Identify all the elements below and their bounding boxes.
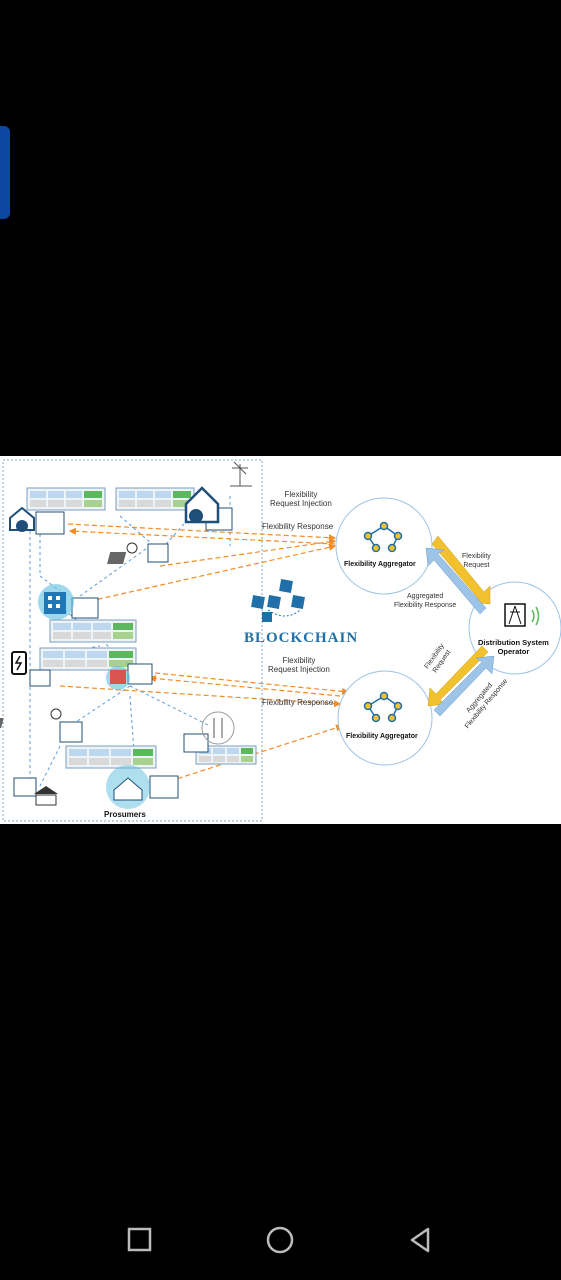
system-navigation-bar bbox=[0, 1198, 561, 1280]
solar-panel-icon bbox=[0, 708, 62, 728]
home-icon bbox=[266, 1226, 294, 1254]
flexibility-response-top-label: Flexibility Response bbox=[262, 522, 334, 531]
home-button[interactable] bbox=[260, 1220, 300, 1260]
wind-turbine-icon bbox=[201, 711, 235, 745]
recent-apps-icon bbox=[127, 1227, 152, 1252]
flexibility-request-right-top-label: Flexibility Request bbox=[462, 553, 491, 569]
prosumers-label: Prosumers bbox=[104, 810, 146, 819]
flexibility-request-injection-bottom-label: Flexibility Request Injection bbox=[268, 656, 330, 674]
factory-icon bbox=[106, 666, 130, 690]
solar-panel-icon bbox=[107, 542, 138, 564]
diagram-canvas bbox=[0, 459, 561, 822]
prosumer-links bbox=[29, 496, 231, 787]
recent-apps-button[interactable] bbox=[120, 1220, 160, 1260]
aggregator-top-node[interactable] bbox=[335, 497, 433, 595]
dso-node[interactable] bbox=[468, 581, 561, 675]
ev-charger-icon bbox=[11, 651, 27, 675]
flexibility-response-bottom-label: Flexibility Response bbox=[262, 698, 334, 707]
house-icon bbox=[9, 506, 35, 532]
aggregator-bottom-node[interactable] bbox=[337, 670, 433, 766]
dso-arrows bbox=[425, 535, 495, 717]
dso-label: Distribution System Operator bbox=[478, 638, 549, 656]
blockchain-title: BLOCKCHAIN bbox=[244, 630, 359, 646]
flexibility-request-injection-top-label: Flexibility Request Injection bbox=[270, 490, 332, 508]
building-icon bbox=[38, 584, 74, 620]
ledger-block-3 bbox=[49, 619, 137, 643]
ledger-block-5 bbox=[65, 745, 157, 769]
wind-turbine-icon bbox=[230, 461, 252, 487]
ledger-block-1 bbox=[26, 487, 106, 511]
home-prosumer-icon bbox=[106, 765, 150, 809]
blockchain-icon bbox=[251, 579, 305, 622]
aggregator-top-label: Flexibility Aggregator bbox=[344, 561, 416, 568]
aggregator-bottom-label: Flexibility Aggregator bbox=[346, 733, 418, 740]
ledger-block-4 bbox=[39, 647, 137, 671]
prosumers-area bbox=[2, 459, 263, 822]
side-panel-tab[interactable] bbox=[0, 126, 10, 219]
back-icon bbox=[410, 1227, 430, 1253]
ledger-block-6 bbox=[195, 745, 257, 765]
back-button[interactable] bbox=[400, 1220, 440, 1260]
house-icon bbox=[184, 486, 220, 524]
aggregated-response-right-top-label: Aggregated Flexibility Response bbox=[394, 593, 457, 609]
ledger-block-2 bbox=[115, 487, 195, 511]
blockchain-flexibility-diagram: BLOCKCHAIN Flexibility Request Injection… bbox=[0, 456, 561, 824]
bank-icon bbox=[34, 786, 58, 806]
